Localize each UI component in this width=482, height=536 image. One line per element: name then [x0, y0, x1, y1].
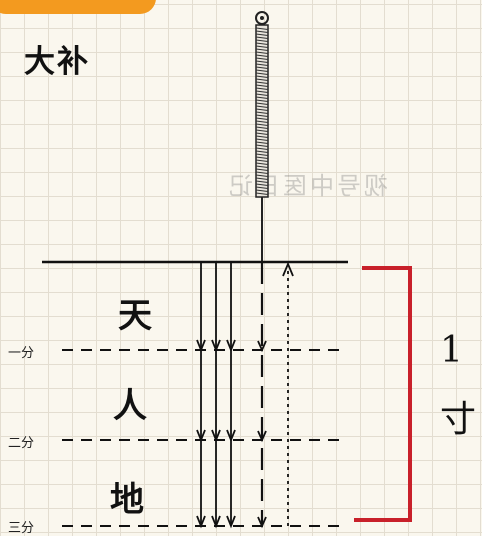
- coil-winding: [255, 168, 269, 171]
- coil-winding: [255, 81, 269, 84]
- coil-winding: [255, 99, 269, 102]
- arrowhead-down-1b: [211, 339, 221, 353]
- coil-winding: [255, 72, 269, 75]
- coil-winding: [255, 57, 269, 60]
- needle-ring: [255, 11, 269, 25]
- coil-winding: [255, 45, 269, 48]
- coil-winding: [255, 159, 269, 162]
- coil-winding: [255, 120, 269, 123]
- coil-winding: [255, 96, 269, 99]
- coil-winding: [255, 180, 269, 183]
- coil-winding: [255, 108, 269, 111]
- coil-winding: [255, 27, 269, 30]
- coil-winding: [255, 165, 269, 168]
- arrowhead-down-2c: [226, 429, 236, 443]
- coil-winding: [255, 39, 269, 42]
- coil-winding: [255, 132, 269, 135]
- arrowhead-mid-1: [257, 340, 267, 353]
- arrowhead-down-3a: [196, 515, 206, 529]
- coil-winding: [255, 78, 269, 81]
- coil-winding: [255, 183, 269, 186]
- red-measure-bracket: [354, 266, 412, 522]
- needle-handle: [255, 24, 269, 198]
- coil-winding: [255, 174, 269, 177]
- coil-winding: [255, 48, 269, 51]
- coil-winding: [255, 144, 269, 147]
- coil-winding: [255, 60, 269, 63]
- lift-arrowhead-up: [282, 261, 294, 277]
- depth-label-2: 二分: [8, 436, 35, 451]
- coil-winding: [255, 177, 269, 180]
- zone-label-human: 人: [113, 386, 147, 426]
- diagram-title: 大补: [24, 44, 90, 80]
- coil-winding: [255, 117, 269, 120]
- coil-winding: [255, 156, 269, 159]
- coil-winding: [255, 153, 269, 156]
- coil-winding: [255, 189, 269, 192]
- coil-winding: [255, 90, 269, 93]
- coil-winding: [255, 36, 269, 39]
- depth-label-3: 三分: [8, 521, 35, 536]
- coil-winding: [255, 150, 269, 153]
- coil-winding: [255, 102, 269, 105]
- withdrawal-arrowheads: [257, 340, 267, 529]
- zone-label-heaven: 天: [118, 296, 152, 336]
- coil-winding: [255, 93, 269, 96]
- coil-winding: [255, 42, 269, 45]
- needle-handle-coil: [255, 27, 269, 195]
- needle-ring-center: [260, 16, 264, 20]
- arrowhead-mid-2: [257, 430, 267, 443]
- coil-winding: [255, 51, 269, 54]
- coil-winding: [255, 75, 269, 78]
- arrowhead-down-2a: [196, 429, 206, 443]
- insertion-arrowheads: [196, 339, 236, 529]
- arrowhead-down-3b: [211, 515, 221, 529]
- arrowhead-down-1c: [226, 339, 236, 353]
- coil-winding: [255, 33, 269, 36]
- coil-winding: [255, 84, 269, 87]
- zone-label-earth: 地: [110, 480, 144, 520]
- coil-winding: [255, 111, 269, 114]
- coil-winding: [255, 141, 269, 144]
- coil-winding: [255, 63, 269, 66]
- coil-winding: [255, 186, 269, 189]
- coil-winding: [255, 147, 269, 150]
- depth-label-1: 一分: [8, 346, 35, 361]
- coil-winding: [255, 105, 269, 108]
- arrowhead-down-2b: [211, 429, 221, 443]
- coil-winding: [255, 162, 269, 165]
- coil-winding: [255, 171, 269, 174]
- needle: [255, 11, 269, 262]
- coil-winding: [255, 123, 269, 126]
- arrowhead-mid-3: [257, 516, 267, 529]
- measure-number: 1: [440, 330, 463, 371]
- coil-winding: [255, 66, 269, 69]
- coil-winding: [255, 126, 269, 129]
- arrowhead-down-3c: [226, 515, 236, 529]
- coil-winding: [255, 138, 269, 141]
- coil-winding: [255, 114, 269, 117]
- coil-winding: [255, 30, 269, 33]
- coil-winding: [255, 87, 269, 90]
- orange-tab: [0, 0, 156, 14]
- coil-winding: [255, 192, 269, 195]
- coil-winding: [255, 69, 269, 72]
- coil-winding: [255, 129, 269, 132]
- coil-winding: [255, 54, 269, 57]
- coil-winding: [255, 135, 269, 138]
- measure-unit: 寸: [440, 399, 477, 440]
- arrowhead-down-1a: [196, 339, 206, 353]
